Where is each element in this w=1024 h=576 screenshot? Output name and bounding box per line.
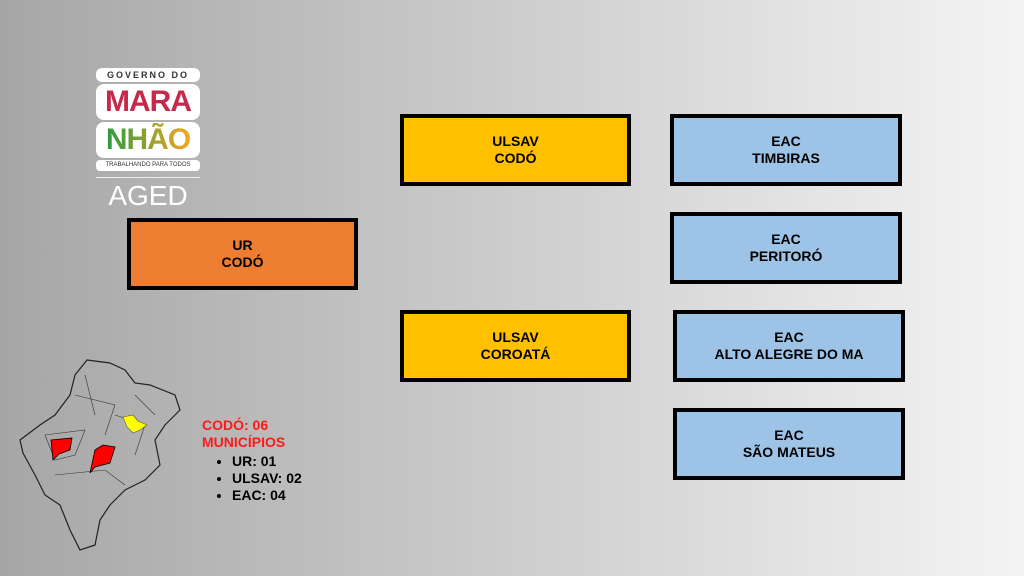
box-label: UR [232,237,253,253]
maranhao-map [19,359,181,551]
box-label: PERITORÓ [749,248,823,264]
box-label: ULSAV [492,329,539,345]
map-region-red [89,444,116,474]
legend-item: EAC: 04 [232,487,302,504]
box-label: ULSAV [492,133,539,149]
box-label: COROATÁ [480,346,551,362]
box-label: EAC [771,133,801,149]
map-region-yellow [122,414,148,434]
logo-tagline: TRABALHANDO PARA TODOS [96,160,200,171]
logo-line1-text: MARA [105,85,192,118]
governo-maranhao-aged-logo: GOVERNO DO MARA NHÃO TRABALHANDO PARA TO… [96,68,200,212]
logo-top: GOVERNO DO [96,68,200,82]
legend-list: UR: 01 ULSAV: 02 EAC: 04 [232,453,302,504]
box-label: CODÓ [221,254,264,270]
box-label: EAC [774,329,804,345]
box-label: EAC [774,427,804,443]
map-outline [19,359,181,551]
legend-item: UR: 01 [232,453,302,470]
box-label: ALTO ALEGRE DO MA [714,346,864,362]
logo-org: AGED [96,177,200,212]
box-label: TIMBIRAS [752,150,820,166]
logo-line2: NHÃO [96,122,200,158]
box-label: SÃO MATEUS [742,444,836,460]
legend: CODÓ: 06 MUNICÍPIOS UR: 01 ULSAV: 02 EAC… [202,417,302,504]
logo-line1: MARA [96,84,200,120]
legend-subtitle: MUNICÍPIOS [202,434,286,450]
legend-title: CODÓ: 06 [202,417,269,433]
box-label: EAC [771,231,801,247]
map-region-red [50,437,73,461]
legend-item: ULSAV: 02 [232,470,302,487]
logo-line2-text: NHÃO [105,123,191,156]
box-label: CODÓ [494,150,537,166]
